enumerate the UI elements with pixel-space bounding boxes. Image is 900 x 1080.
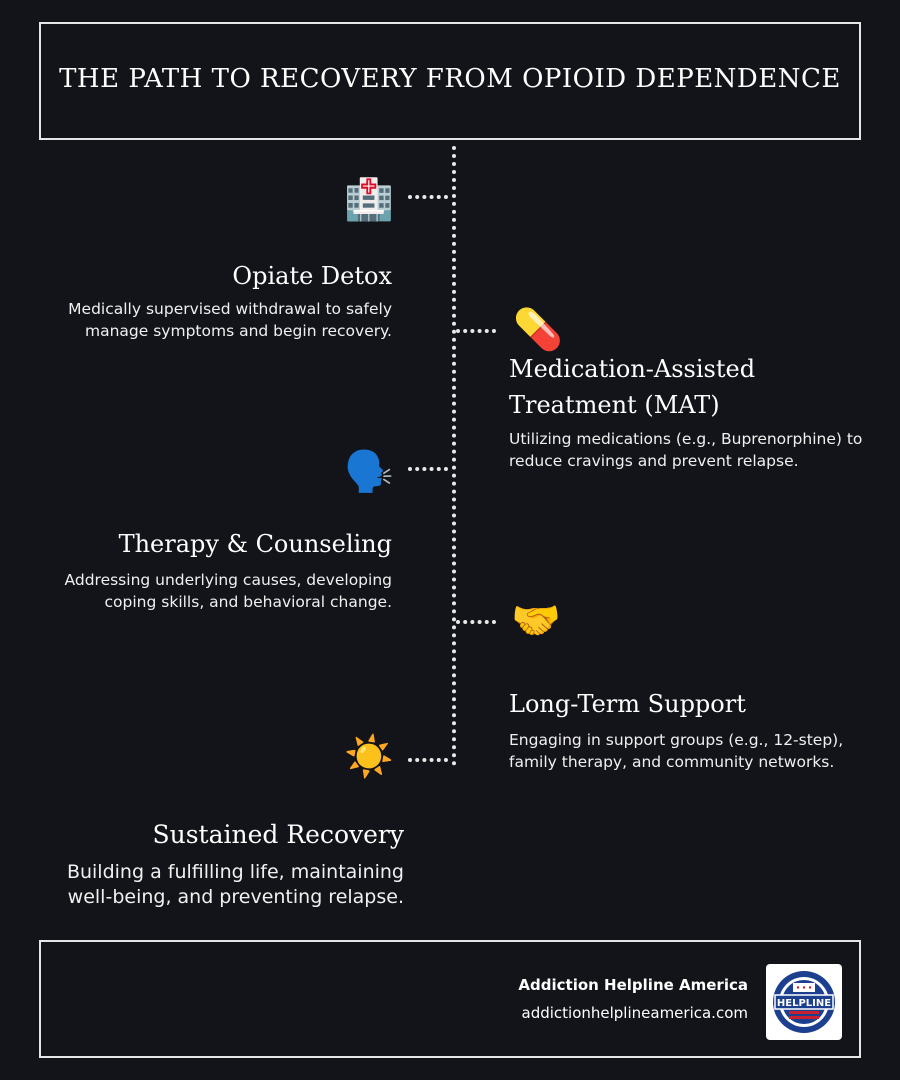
brand-name: Addiction Helpline America — [518, 976, 748, 994]
handshake-icon: 🤝 — [511, 598, 561, 644]
speaking-head-icon: 🗣️ — [344, 449, 394, 495]
connector-sustained — [408, 758, 448, 762]
connector-mat — [456, 329, 496, 333]
step-desc-detox: Medically supervised withdrawal to safel… — [68, 300, 392, 340]
step-title-mat: Medication-Assisted Treatment (MAT) — [509, 355, 756, 419]
svg-text:HELPLINE: HELPLINE — [777, 998, 831, 1009]
connector-therapy — [408, 467, 448, 471]
hospital-icon: 🏥 — [344, 177, 394, 223]
step-title-sustained: Sustained Recovery — [152, 820, 404, 849]
step-title-detox: Opiate Detox — [232, 262, 392, 290]
step-title-support: Long-Term Support — [509, 690, 746, 718]
step-desc-sustained: Building a fulfilling life, maintaining … — [66, 861, 404, 908]
step-desc-mat: Utilizing medications (e.g., Buprenorphi… — [509, 430, 863, 470]
brand-url[interactable]: addictionhelplineamerica.com — [521, 1004, 749, 1022]
connector-support — [456, 620, 496, 624]
step-desc-therapy: Addressing underlying causes, developing… — [64, 571, 392, 611]
helpline-seal-icon: HELPLINE — [773, 971, 835, 1033]
footer-box: Addiction Helpline America addictionhelp… — [39, 940, 861, 1058]
step-title-therapy: Therapy & Counseling — [118, 530, 392, 558]
sun-icon: ☀️ — [344, 734, 394, 780]
timeline-line — [452, 146, 456, 766]
step-desc-support: Engaging in support groups (e.g., 12-ste… — [509, 731, 844, 771]
helpline-logo: HELPLINE — [766, 964, 842, 1040]
page-title: THE PATH TO RECOVERY FROM OPIOID DEPENDE… — [59, 64, 841, 94]
pill-icon: 💊 — [513, 307, 563, 353]
header-box: THE PATH TO RECOVERY FROM OPIOID DEPENDE… — [39, 22, 861, 140]
connector-detox — [408, 195, 448, 199]
